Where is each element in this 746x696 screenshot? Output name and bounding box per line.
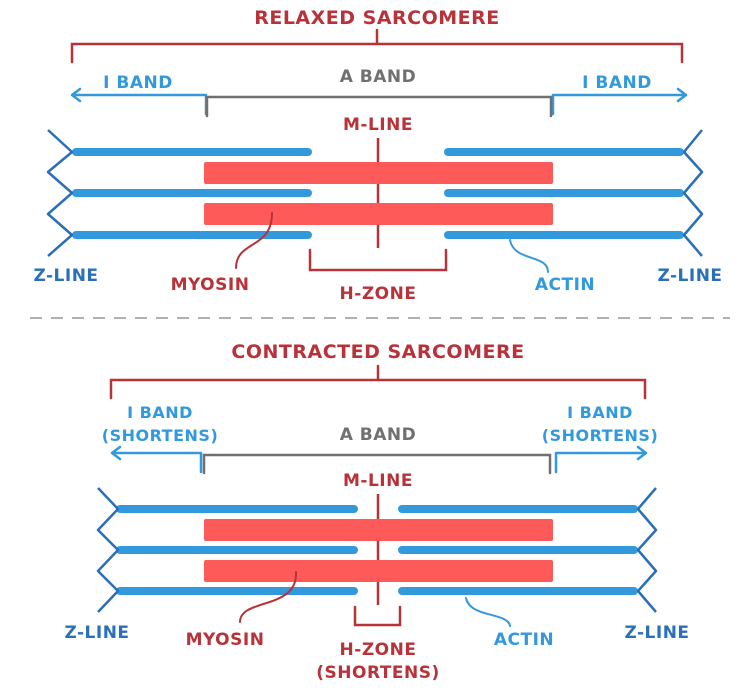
contracted-h-zone-label-2: (SHORTENS) bbox=[316, 663, 439, 683]
relaxed-actin-pointer bbox=[509, 239, 549, 273]
relaxed-myosin-filament bbox=[204, 162, 553, 184]
relaxed-h-zone-label: H-ZONE bbox=[340, 284, 417, 304]
contracted-myosin-pointer bbox=[239, 571, 298, 623]
relaxed-title: RELAXED SARCOMERE bbox=[254, 7, 500, 29]
contracted-h-zone-bracket bbox=[353, 605, 402, 627]
relaxed-myosin-pointer bbox=[235, 212, 273, 269]
contracted-myosin-filament bbox=[204, 560, 553, 582]
contracted-title: CONTRACTED SARCOMERE bbox=[231, 341, 524, 363]
contracted-z-line-right-label: Z-LINE bbox=[624, 623, 689, 643]
contracted-i-band-right-label-2: (SHORTENS) bbox=[542, 426, 659, 445]
contracted-myosin-label: MYOSIN bbox=[186, 630, 265, 650]
relaxed-sarcomere-bracket bbox=[70, 28, 684, 64]
contracted-actin-pointer bbox=[465, 597, 511, 627]
relaxed-a-band-label: A BAND bbox=[340, 67, 417, 87]
relaxed-m-line-label: M-LINE bbox=[343, 115, 413, 135]
contracted-i-band-right-arrow bbox=[554, 445, 648, 474]
relaxed-i-band-left-label: I BAND bbox=[103, 73, 173, 93]
contracted-myosin-filament bbox=[204, 519, 553, 541]
relaxed-z-line-right bbox=[682, 129, 704, 257]
contracted-sarcomere: CONTRACTED SARCOMERE I BAND (SHORTENS) I… bbox=[64, 341, 689, 683]
relaxed-sarcomere: RELAXED SARCOMERE I BAND I BAND A BAND M… bbox=[33, 7, 722, 304]
relaxed-z-line-left-label: Z-LINE bbox=[33, 266, 98, 286]
contracted-a-band-label: A BAND bbox=[340, 425, 417, 445]
relaxed-myosin-filament bbox=[204, 203, 553, 225]
relaxed-i-band-right-arrow bbox=[551, 87, 688, 116]
contracted-h-zone-label-1: H-ZONE bbox=[340, 640, 417, 660]
contracted-i-band-left-label-1: I BAND bbox=[127, 403, 193, 422]
contracted-m-line-label: M-LINE bbox=[343, 471, 413, 491]
relaxed-myosin-label: MYOSIN bbox=[171, 275, 250, 295]
contracted-z-line-right bbox=[636, 487, 658, 613]
relaxed-a-band-bracket bbox=[205, 95, 553, 118]
relaxed-z-line-right-label: Z-LINE bbox=[657, 266, 722, 286]
relaxed-actin-label: ACTIN bbox=[535, 275, 595, 295]
contracted-i-band-right-label-1: I BAND bbox=[567, 403, 633, 422]
contracted-actin-label: ACTIN bbox=[494, 630, 554, 650]
contracted-sarcomere-bracket bbox=[109, 364, 647, 400]
contracted-z-line-left bbox=[96, 487, 120, 613]
relaxed-z-line-left bbox=[46, 129, 74, 257]
relaxed-h-zone-bracket bbox=[308, 248, 448, 272]
relaxed-i-band-right-label: I BAND bbox=[582, 73, 652, 93]
contracted-z-line-left-label: Z-LINE bbox=[64, 623, 129, 643]
contracted-i-band-left-arrow bbox=[110, 445, 203, 474]
contracted-a-band-bracket bbox=[202, 453, 552, 475]
contracted-i-band-left-label-2: (SHORTENS) bbox=[102, 426, 219, 445]
